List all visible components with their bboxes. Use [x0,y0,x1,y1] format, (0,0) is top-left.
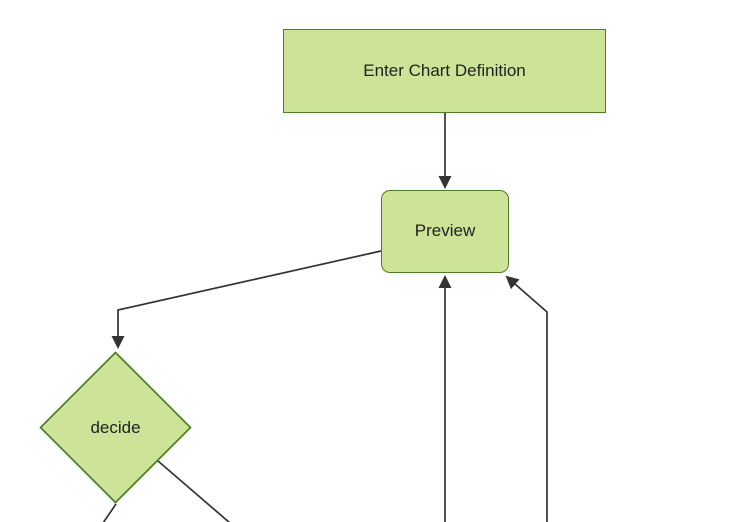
node-preview-label: Preview [414,221,476,241]
node-enter-chart-definition-label: Enter Chart Definition [363,60,526,80]
node-preview: Preview [381,190,509,273]
edge-decide-to-offscreen-bottom-right [157,460,231,522]
node-decide-shape [39,351,192,504]
edge-offscreen-bottom-right-to-preview [505,275,548,522]
edge-preview-to-decide [111,250,382,349]
edge-decide-to-offscreen-bottom-left [102,503,117,522]
node-enter-chart-definition: Enter Chart Definition [283,29,606,113]
